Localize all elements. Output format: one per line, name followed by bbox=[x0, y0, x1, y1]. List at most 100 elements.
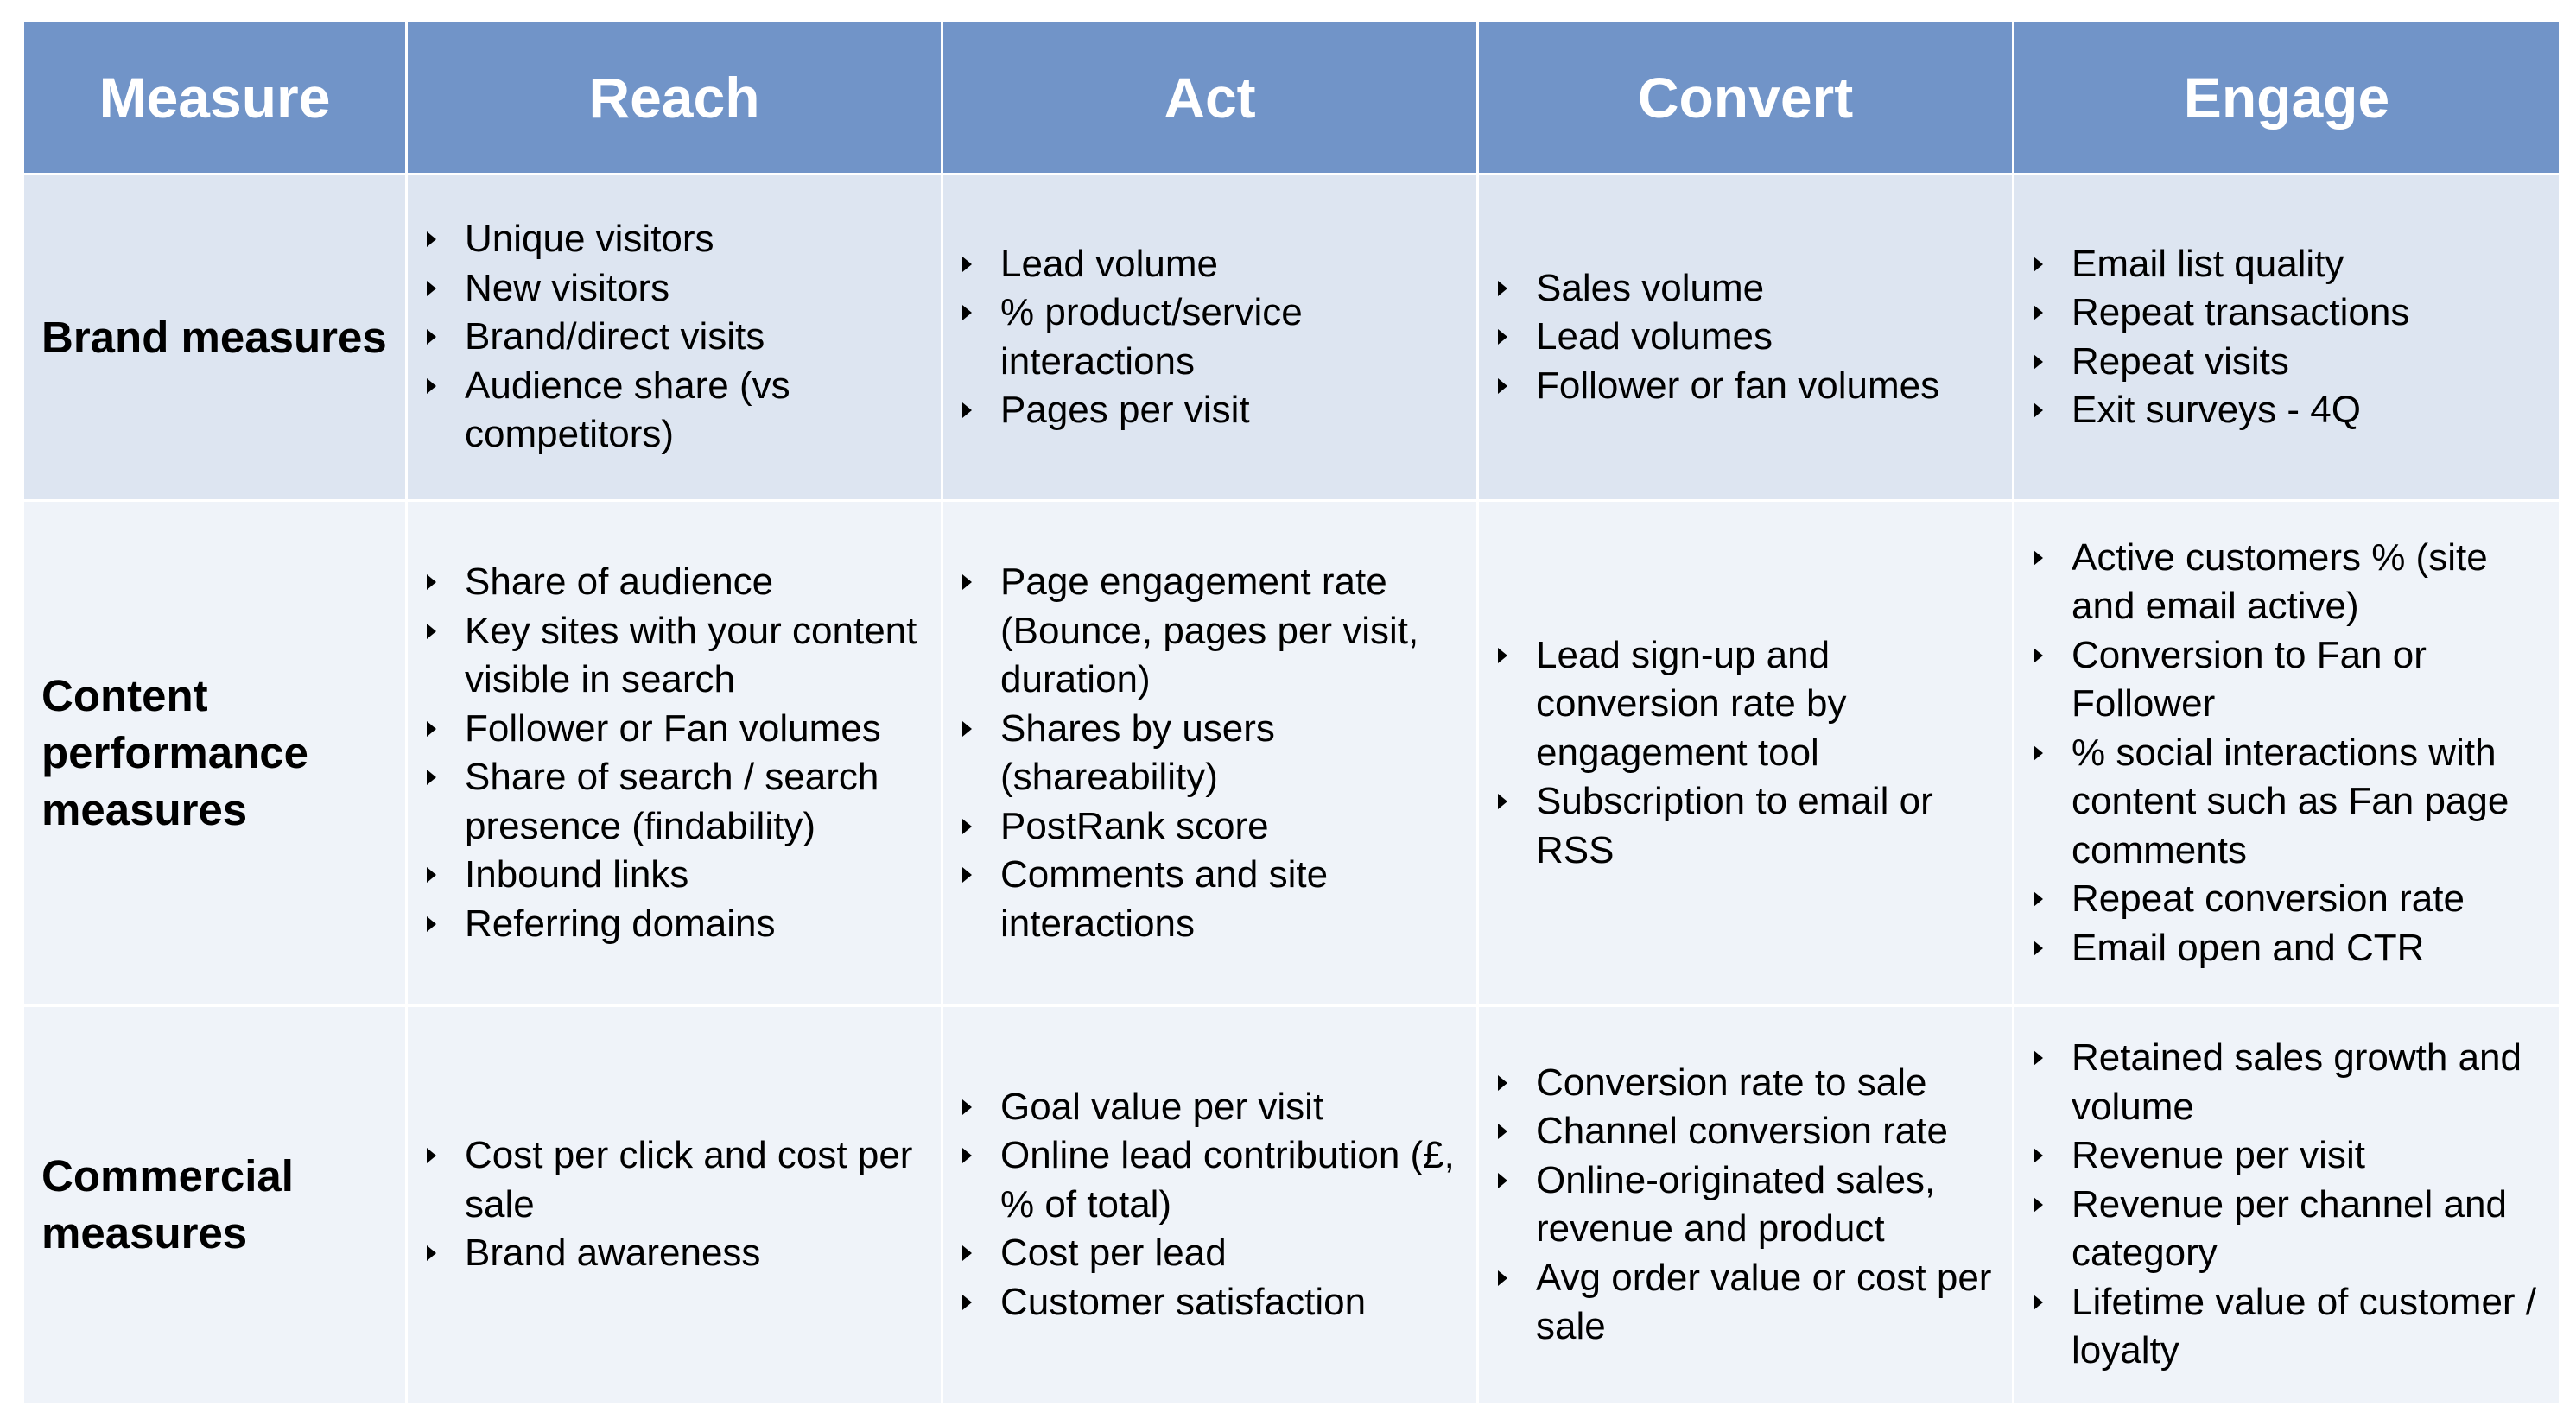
list-item: Channel conversion rate bbox=[1498, 1107, 1996, 1156]
bullet-triangle-icon bbox=[427, 915, 436, 932]
list-item-text: Brand/direct visits bbox=[465, 315, 765, 358]
list-item-text: Lead sign-up and conversion rate by enga… bbox=[1536, 633, 1847, 774]
list-item-text: Repeat transactions bbox=[2072, 291, 2410, 333]
list-item: Online lead contribution (£, % of total) bbox=[962, 1131, 1461, 1229]
bullet-triangle-icon bbox=[2034, 647, 2043, 663]
bullet-triangle-icon bbox=[962, 1148, 972, 1164]
act-cell: Lead volume % product/service interaction… bbox=[941, 173, 1479, 502]
list-item-text: Revenue per channel and category bbox=[2072, 1182, 2507, 1275]
bullet-triangle-icon bbox=[427, 231, 436, 248]
list-item: Lifetime value of customer / loyalty bbox=[2034, 1278, 2543, 1376]
list-item-text: Comments and site interactions bbox=[1000, 853, 1329, 945]
list-item: New visitors bbox=[427, 264, 925, 314]
header-measure: Measure bbox=[22, 20, 408, 175]
table-row: Commercial measures Cost per click and c… bbox=[22, 1004, 2561, 1405]
list-item-text: Key sites with your content visible in s… bbox=[465, 609, 917, 701]
metrics-table: Measure Reach Act Convert Engage Brand m… bbox=[22, 20, 2561, 1405]
list-item-text: Follower or fan volumes bbox=[1536, 364, 1940, 407]
list-item: Audience share (vs competitors) bbox=[427, 362, 925, 459]
list-item-text: Conversion to Fan or Follower bbox=[2072, 633, 2427, 725]
convert-cell: Lead sign-up and conversion rate by enga… bbox=[1476, 499, 2014, 1007]
bullet-triangle-icon bbox=[2034, 1148, 2043, 1164]
list-item: Goal value per visit bbox=[962, 1083, 1461, 1132]
list-item: Email list quality bbox=[2034, 240, 2543, 289]
list-item-text: Lead volume bbox=[1000, 242, 1218, 285]
list-item: Cost per click and cost per sale bbox=[427, 1131, 925, 1229]
bullet-triangle-icon bbox=[962, 1245, 972, 1262]
bullet-triangle-icon bbox=[962, 402, 972, 418]
bullet-list: Lead sign-up and conversion rate by enga… bbox=[1479, 631, 2012, 876]
bullet-triangle-icon bbox=[427, 867, 436, 883]
list-item: Page engagement rate (Bounce, pages per … bbox=[962, 558, 1461, 705]
list-item: Comments and site interactions bbox=[962, 851, 1461, 948]
list-item-text: Inbound links bbox=[465, 853, 689, 896]
bullet-triangle-icon bbox=[2034, 744, 2043, 761]
list-item: Key sites with your content visible in s… bbox=[427, 607, 925, 705]
bullet-triangle-icon bbox=[962, 1294, 972, 1310]
list-item-text: Conversion rate to sale bbox=[1536, 1061, 1927, 1104]
list-item: Retained sales growth and volume bbox=[2034, 1034, 2543, 1131]
list-item-text: Goal value per visit bbox=[1000, 1085, 1324, 1128]
list-item-text: Avg order value or cost per sale bbox=[1536, 1256, 1992, 1348]
list-item-text: % social interactions with content such … bbox=[2072, 731, 2509, 871]
list-item-text: Referring domains bbox=[465, 902, 776, 945]
bullet-triangle-icon bbox=[1498, 329, 1507, 345]
bullet-triangle-icon bbox=[427, 574, 436, 590]
row-label: Content performance measures bbox=[22, 499, 408, 1007]
bullet-triangle-icon bbox=[2034, 256, 2043, 272]
list-item-text: PostRank score bbox=[1000, 804, 1269, 847]
bullet-list: Active customers % (site and email activ… bbox=[2014, 534, 2559, 973]
row-label: Brand measures bbox=[22, 173, 408, 502]
list-item-text: Share of search / search presence (finda… bbox=[465, 756, 879, 847]
bullet-triangle-icon bbox=[2034, 1050, 2043, 1067]
list-item-text: Cost per lead bbox=[1000, 1232, 1227, 1275]
list-item-text: Brand awareness bbox=[465, 1232, 761, 1275]
list-item: Shares by users (shareability) bbox=[962, 705, 1461, 802]
list-item-text: Repeat conversion rate bbox=[2072, 877, 2465, 921]
bullet-triangle-icon bbox=[427, 377, 436, 394]
list-item-text: Lead volumes bbox=[1536, 315, 1773, 358]
list-item-text: Shares by users (shareability) bbox=[1000, 706, 1275, 799]
bullet-triangle-icon bbox=[1498, 647, 1507, 663]
bullet-triangle-icon bbox=[1498, 377, 1507, 394]
list-item: Referring domains bbox=[427, 900, 925, 949]
bullet-triangle-icon bbox=[2034, 891, 2043, 908]
bullet-triangle-icon bbox=[2034, 549, 2043, 566]
bullet-triangle-icon bbox=[427, 329, 436, 345]
header-engage: Engage bbox=[2012, 20, 2561, 175]
list-item: Subscription to email or RSS bbox=[1498, 777, 1996, 875]
list-item-text: Follower or Fan volumes bbox=[465, 706, 881, 750]
bullet-triangle-icon bbox=[427, 770, 436, 785]
list-item: Unique visitors bbox=[427, 215, 925, 264]
bullet-triangle-icon bbox=[1498, 1124, 1507, 1139]
list-item-text: Active customers % (site and email activ… bbox=[2072, 535, 2488, 628]
bullet-triangle-icon bbox=[962, 256, 972, 272]
bullet-triangle-icon bbox=[427, 720, 436, 737]
bullet-triangle-icon bbox=[427, 280, 436, 296]
list-item: Revenue per visit bbox=[2034, 1131, 2543, 1181]
list-item-text: Share of audience bbox=[465, 561, 774, 603]
list-item-text: Sales volume bbox=[1536, 266, 1765, 309]
list-item-text: % product/service interactions bbox=[1000, 291, 1303, 383]
bullet-triangle-icon bbox=[427, 623, 436, 639]
list-item: Conversion rate to sale bbox=[1498, 1059, 1996, 1108]
header-row: Measure Reach Act Convert Engage bbox=[22, 20, 2561, 175]
list-item-text: Unique visitors bbox=[465, 218, 714, 261]
bullet-triangle-icon bbox=[962, 867, 972, 883]
list-item-text: Revenue per visit bbox=[2072, 1134, 2365, 1177]
list-item: Share of audience bbox=[427, 558, 925, 607]
list-item: Repeat visits bbox=[2034, 338, 2543, 387]
bullet-triangle-icon bbox=[962, 720, 972, 737]
list-item-text: Cost per click and cost per sale bbox=[465, 1134, 913, 1226]
